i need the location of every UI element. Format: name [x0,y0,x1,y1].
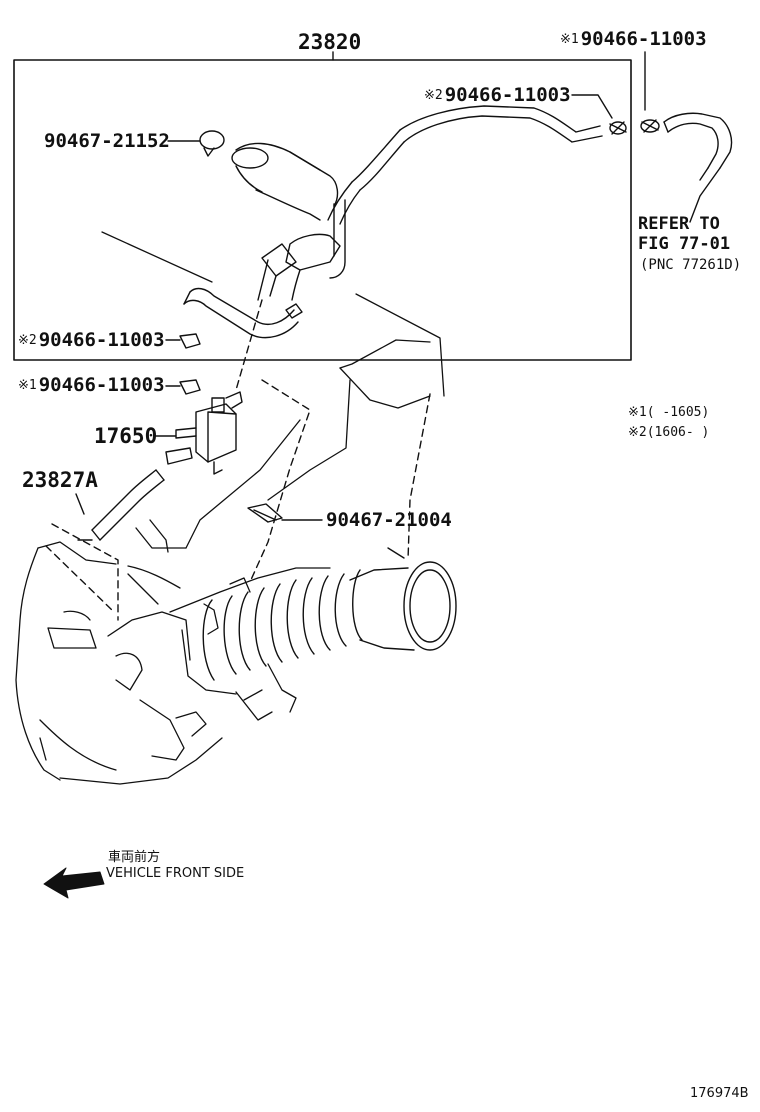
note-mark: ※2 [18,333,37,348]
clip-90467-21152 [199,130,225,150]
refer-line-2: FIG 77-01 [638,234,731,254]
direction-label-jp: 車両前方 [108,850,161,865]
note-mark: ※1 [560,32,579,47]
hose-assembly-23820 [183,105,603,339]
refer-line-1: REFER TO [638,214,720,234]
clamp-outer-top [640,51,660,133]
part-label-90467-21152: 90467-21152 [44,130,170,152]
vsv-17650 [153,391,243,475]
arrow-left-icon [43,867,105,899]
part-label-23820: 23820 [298,30,362,54]
clamp-inner-bottom [165,333,201,349]
clamp-outer-left [165,379,201,395]
dashed-guides [45,299,431,621]
part-number: 90466-11003 [38,374,165,396]
figure-id: 176974B [690,1086,749,1101]
note-line-2: ※2(1606- ) [628,425,710,440]
note-mark: ※1 [18,378,37,393]
air-intake-hose [202,547,457,681]
part-label-17650: 17650 [94,424,158,448]
hose-outer [663,112,733,223]
part-number: 90466-11003 [580,28,707,50]
engine-outline [15,231,445,785]
part-number: 90466-11003 [38,329,165,351]
refer-line-3: (PNC 77261D) [640,257,742,273]
hose-23827A [75,469,165,541]
clamp-inner-top [571,94,627,135]
note-line-1: ※1( -1605) [628,405,710,420]
clip-90467-21004 [247,503,323,523]
assembly-box-23820 [13,59,632,361]
note-mark: ※2 [424,88,443,103]
direction-label-en: VEHICLE FRONT SIDE [106,866,245,881]
part-label-90467-21004: 90467-21004 [326,509,452,531]
part-label-23827A: 23827A [22,468,98,492]
part-number: 90466-11003 [444,84,571,106]
